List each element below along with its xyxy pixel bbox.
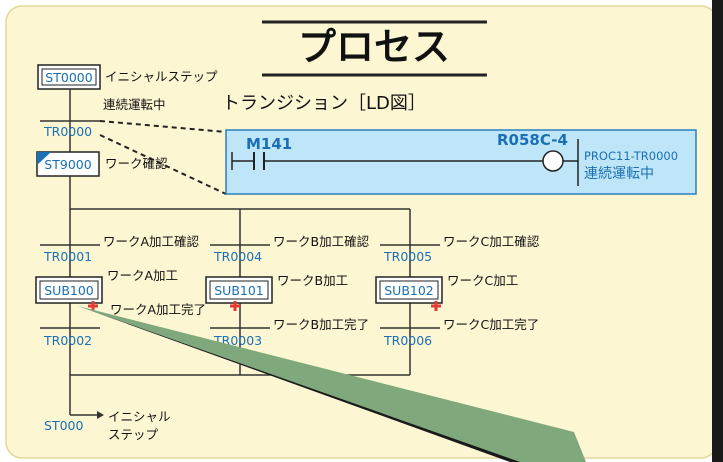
branch-b-start-label: ワークB加工確認 xyxy=(273,234,370,249)
zoom-wedge-edge xyxy=(78,306,520,462)
ld-coil-label: R058C-4 xyxy=(497,131,568,149)
branch-c-end-tr: TR0006 xyxy=(383,333,432,348)
sub-markers xyxy=(88,301,441,311)
ld-contact-label: M141 xyxy=(246,135,292,153)
branch-a-end-label: ワークA加工完了 xyxy=(110,302,206,317)
branch-c-start-label: ワークC加工確認 xyxy=(443,234,540,249)
branch-b-red-marker xyxy=(230,301,240,311)
branch-a-sub-inner xyxy=(39,280,99,300)
branch-a-sub-id: SUB100 xyxy=(44,283,94,298)
branch-c-sub-inner xyxy=(379,280,439,300)
ld-panel xyxy=(225,129,697,195)
check-step-label: ワーク確認 xyxy=(105,156,168,171)
branch-c-end-label: ワークC加工完了 xyxy=(443,317,539,332)
zoom-wedge xyxy=(78,306,586,462)
panel-edge xyxy=(712,0,723,462)
branch-c-red-marker xyxy=(431,301,441,311)
return-step-id: ST000 xyxy=(44,418,83,433)
branch-b-end-label: ワークB加工完了 xyxy=(273,317,369,332)
initial-step-id: ST0000 xyxy=(45,70,92,85)
branch-b-start-tr: TR0004 xyxy=(213,249,262,264)
branch-c-sub-id: SUB102 xyxy=(384,283,434,298)
transition-heading: トランジション［LD図］ xyxy=(222,93,426,114)
branch-a-end-tr: TR0002 xyxy=(43,333,92,348)
initial-step-label: イニシャルステップ xyxy=(105,69,218,84)
branch-c-start-tr: TR0005 xyxy=(383,249,432,264)
return-arrow-head xyxy=(97,411,104,419)
initial-step-inner xyxy=(41,68,97,86)
branch-b-sub-id: SUB101 xyxy=(214,283,264,298)
branch-c-sub-label: ワークC加工 xyxy=(447,273,518,288)
check-step-corner-mark xyxy=(37,152,51,165)
run-label: 連続運転中 xyxy=(103,97,166,112)
ld-ref-line1: PROC11-TR0000 xyxy=(584,149,678,163)
branch-a-start-label: ワークA加工確認 xyxy=(103,234,200,249)
callout-line-top xyxy=(99,120,227,133)
branch-b-sub-inner xyxy=(209,280,269,300)
ld-ref-line2: 連続運転中 xyxy=(584,165,654,182)
tr0000-label: TR0000 xyxy=(43,124,92,139)
check-step-box xyxy=(36,151,100,177)
branch-a-sub-label: ワークA加工 xyxy=(107,268,178,283)
return-step-label-1: イニシャル xyxy=(108,409,171,424)
branch-b-sub-label: ワークB加工 xyxy=(277,273,348,288)
check-step-id: ST9000 xyxy=(44,157,91,172)
branch-a-start-tr: TR0001 xyxy=(43,249,92,264)
branch-a-red-marker xyxy=(88,301,98,311)
ld-coil xyxy=(542,150,564,172)
page-title: プロセス xyxy=(298,25,450,69)
return-step-label-2: ステップ xyxy=(108,427,159,442)
